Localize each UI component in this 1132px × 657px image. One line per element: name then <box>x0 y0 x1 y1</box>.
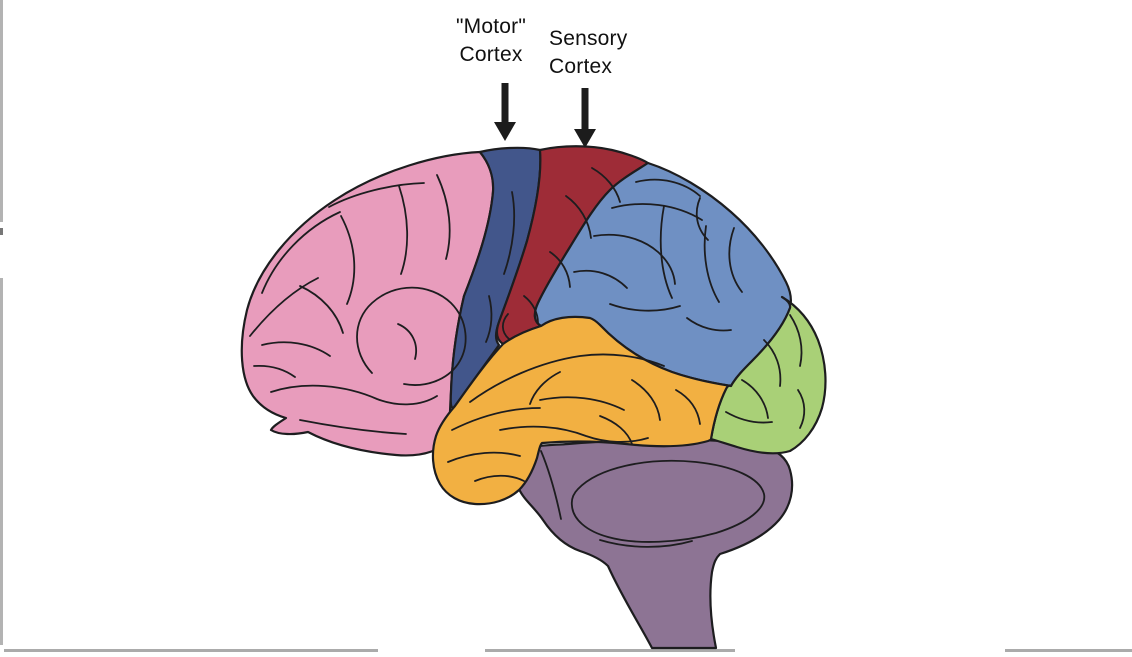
temporal-gyrus-line <box>529 371 561 405</box>
frontal-gyrus-line <box>340 215 356 305</box>
cerebellum-line <box>570 459 766 543</box>
frontal-gyrus-line <box>356 286 467 386</box>
temporal-lobe-region <box>431 315 733 506</box>
parietal-gyrus-line <box>728 227 743 293</box>
motor-gyrus-line <box>503 191 516 275</box>
sensory-gyrus-line <box>549 251 571 288</box>
cerebellum-brainstem-region <box>515 438 794 650</box>
sensory-gyrus-line <box>565 195 592 239</box>
frontal-gyrus-line <box>261 341 331 357</box>
sensory-cortex-label-line2: Cortex <box>549 55 613 78</box>
frontal-gyrus-line <box>397 323 417 360</box>
page-bottom-edge-left <box>4 649 378 652</box>
occipital-gyrus-line <box>789 314 803 367</box>
sensory-gyrus-line <box>523 295 539 324</box>
sensory-gyrus-line <box>501 313 510 340</box>
temporal-gyrus-line <box>539 396 625 411</box>
frontal-gyrus-line <box>328 182 425 208</box>
occipital-gyrus-line <box>725 411 773 424</box>
temporal-gyrus-line <box>451 407 541 431</box>
motor-cortex-down-arrow-icon <box>494 83 516 141</box>
frontal-gyrus-line <box>261 211 341 294</box>
temporal-gyrus-line <box>631 379 661 421</box>
sensory-cortex-down-arrow-icon <box>574 88 596 148</box>
temporal-gyrus-line <box>474 474 525 482</box>
occipital-gyrus-line <box>763 339 782 387</box>
sensory-cortex-label-line1: Sensory <box>549 27 628 50</box>
parietal-gyrus-line <box>573 269 628 289</box>
frontal-gyrus-line <box>270 384 438 406</box>
frontal-gyrus-line <box>253 364 296 378</box>
motor-cortex-label-line1: "Motor" <box>456 15 526 38</box>
occipital-gyrus-line <box>797 389 806 429</box>
sensory-cortex-label: Sensory Cortex <box>549 25 659 81</box>
parietal-gyrus-line <box>703 225 720 303</box>
window-left-edge-lower <box>0 278 3 645</box>
temporal-gyrus-line <box>675 389 701 425</box>
frontal-gyrus-line <box>299 285 344 334</box>
window-left-edge-upper <box>0 0 3 222</box>
parietal-gyrus-line <box>609 303 681 312</box>
temporal-gyrus-line <box>447 451 521 463</box>
temporal-gyrus-line <box>599 415 633 445</box>
sensory-gyrus-line <box>591 167 621 203</box>
temporal-gyrus-line <box>499 425 649 443</box>
parietal-gyrus-line <box>635 178 701 197</box>
page-bottom-edge-right <box>1005 649 1132 652</box>
temporal-gyrus-line <box>469 353 665 403</box>
gyri-lines <box>249 167 806 548</box>
frontal-gyrus-line <box>249 277 319 337</box>
window-left-edge-tick <box>0 228 3 235</box>
page-bottom-edge-middle <box>485 649 735 652</box>
frontal-gyrus-line <box>436 174 451 260</box>
parietal-gyrus-line <box>659 205 673 299</box>
motor-cortex-label: "Motor" Cortex <box>446 13 536 69</box>
parietal-gyrus-line <box>593 233 676 285</box>
motor-cortex-label-line2: Cortex <box>459 43 523 66</box>
frontal-gyrus-line <box>299 419 407 435</box>
occipital-gyrus-line <box>741 379 769 419</box>
parietal-gyrus-line <box>611 203 703 221</box>
cerebellum-line <box>540 450 562 520</box>
motor-gyrus-line <box>485 295 493 343</box>
parietal-gyrus-line <box>686 317 732 332</box>
frontal-gyrus-line <box>398 185 409 275</box>
cerebellum-line <box>599 539 693 548</box>
